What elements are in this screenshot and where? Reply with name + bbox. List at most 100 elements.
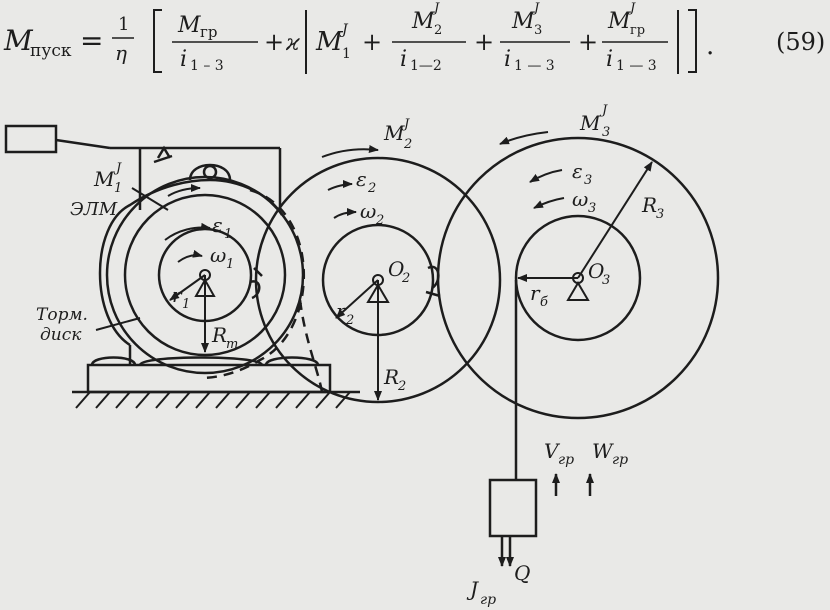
label-torm-1: Торм. [36,305,88,325]
label-rm: R [211,323,227,347]
formula-m1j-sup: J [339,22,349,38]
label-m3-sup: J [599,103,608,118]
formula-m1j: M [315,27,344,57]
arrow-omega3 [533,197,565,209]
base-foot-3 [264,356,320,366]
label-wgr: W [592,439,614,463]
label-rb: r [530,281,541,305]
formula-m2j: M [411,9,435,34]
formula-plus-2: + [362,28,382,56]
label-eps3: ε [572,159,583,183]
formula-m3j: M [511,9,535,34]
label-R3: R [641,193,657,217]
label-wgr-sub: гр [612,452,628,468]
label-jgr-sub: гр [480,592,496,608]
arrow-m1 [167,184,201,197]
formula-period: . [706,31,714,61]
radius-r1 [169,274,206,301]
formula-one: 1 [118,14,129,35]
label-rm-sub: m [226,337,238,352]
label-o3-sub: 3 [602,273,610,288]
formula-i12-sub: 1—2 [410,58,442,74]
label-omega2: ω [360,199,376,223]
formula-mgrj-sup: J [627,1,636,16]
brake-actuator-box [4,124,58,154]
label-eps3-sub: 3 [584,173,592,188]
formula-m1j-sub: 1 [342,46,351,62]
label-m3: M [579,111,601,135]
radius-R3 [577,161,653,279]
label-r2-sub: 2 [345,313,354,328]
gear-2-outer [254,156,502,404]
formula-plus-1: + [264,28,284,56]
label-m3-sub: 3 [602,125,610,140]
label-eps1-sub: 1 [224,227,232,242]
base-foot-2 [138,356,264,367]
label-eps2: ε [356,167,367,191]
mesh-mark-1-2 [249,267,263,300]
brake-dashed-contour [199,188,306,380]
formula-plus-4: + [578,28,598,56]
mesh-mark-2-3 [425,265,441,298]
label-R2: R [383,365,399,389]
formula-59: M пуск = 1 η M гр i 1 – 3 + ϰ M J 1 + M … [3,1,825,74]
formula-eta: η [115,41,127,65]
label-o2-sub: 2 [401,271,410,286]
label-jgr: J [466,577,479,601]
formula-m2j-sup: J [431,1,440,16]
formula-m2j-sub: 2 [434,23,442,38]
formula-mgr: M [177,13,201,38]
label-omega3-sub: 3 [588,201,596,216]
formula-i13-sub: 1 – 3 [190,58,224,74]
label-eps2-sub: 2 [367,181,376,196]
motor-rotor-outer [123,193,287,357]
formula-lhs: M [3,24,34,57]
label-R2-sub: 2 [397,379,406,394]
formula-mgrj-sub: гр [630,23,645,38]
formula-i13b: i [504,47,511,72]
formula-mgrj: M [607,9,631,34]
arrow-omega2 [333,208,357,219]
leader-m1 [131,187,169,211]
brake-dashed-contour-2 [298,299,324,393]
brake-rod [55,138,111,150]
gear-3-inner [514,214,642,342]
label-omega1-sub: 1 [226,257,234,272]
formula-i13c: i [606,47,613,72]
formula-plus-3: + [474,28,494,56]
base-foot-1 [90,356,137,366]
label-q: Q [514,561,530,585]
label-m2-sup: J [401,117,410,132]
load-block [488,478,538,538]
label-m2: M [383,121,405,145]
label-m1-sup: J [113,161,122,176]
formula-m3j-sub: 3 [534,23,542,38]
label-r2: r [336,299,347,323]
arrow-eps3 [529,169,563,183]
label-m1: M [93,167,115,191]
formula-i13: i [180,47,187,72]
arrow-eps2 [327,180,353,191]
label-omega2-sub: 2 [375,213,384,228]
gear-drive-diagram: M J 1 ЭЛМ ε 1 ω 1 r 1 R m Торм. диск M J… [4,103,720,608]
formula-number: (59) [776,28,825,56]
formula-i13b-sub: 1 — 3 [514,58,555,74]
label-o2: O [388,257,404,281]
arrow-m3 [499,131,549,145]
label-torm-2: диск [40,325,82,345]
label-omega1: ω [210,243,226,267]
label-r1-sub: 1 [182,297,190,312]
formula-right-bracket [688,9,697,73]
radius-r2 [335,279,379,319]
formula-m3j-sup: J [531,1,540,16]
formula-kappa: ϰ [285,31,300,56]
hinge-top [153,145,173,164]
pivot-o3-support [566,281,590,301]
ground-hatching [75,391,351,409]
leader-torm [95,317,141,331]
arrow-eps1 [164,222,211,241]
formula-mgr-sub: гр [200,23,217,41]
label-vgr-sub: гр [558,452,574,468]
label-R3-sub: 3 [656,207,664,222]
formula-lhs-sub: пуск [30,41,72,61]
